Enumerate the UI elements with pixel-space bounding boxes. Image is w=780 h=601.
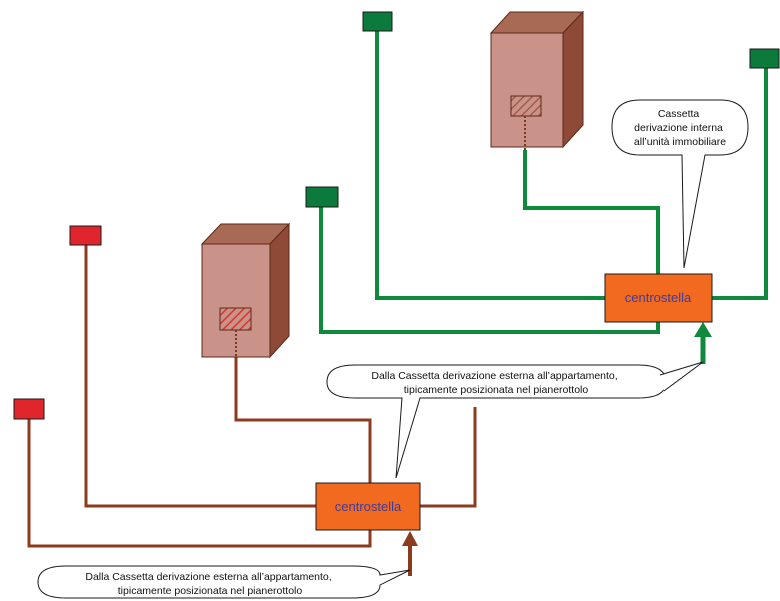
green-outlet-right xyxy=(749,48,780,69)
callout-internal-line-2: derivazione interna xyxy=(634,122,723,134)
callout-internal: Cassetta derivazione interna all’unità i… xyxy=(611,99,749,269)
callout-external-upper-line-2: tipicamente posizionata nel pianerottolo xyxy=(404,384,589,396)
red-cable-right xyxy=(420,407,477,508)
green-input-arrow xyxy=(694,322,712,364)
green-outlet-mid xyxy=(305,186,339,208)
callout-external-lower-line-1: Dalla Cassetta derivazione esterna all’a… xyxy=(85,571,331,583)
callout-external-lower-line-2: tipicamente posizionata nel pianerottolo xyxy=(118,585,303,597)
red-cable-upper-outlet xyxy=(84,245,316,508)
callout-internal-line-1: Cassetta xyxy=(658,108,700,120)
red-cable-lower-outlet xyxy=(27,418,372,548)
hub-upper-label: centrostella xyxy=(625,290,692,305)
green-cable-right-outlet xyxy=(712,68,768,300)
green-cable-cabinet xyxy=(523,150,660,275)
cabinet-upper-socket xyxy=(510,95,542,117)
hub-lower-label: centrostella xyxy=(335,499,402,514)
green-outlet-top xyxy=(362,11,393,32)
svg-text:Dalla Cassetta derivazione est: Dalla Cassetta derivazione esterna all’a… xyxy=(371,370,620,396)
hub-upper: centrostella xyxy=(604,273,713,323)
green-cable-mid-outlet xyxy=(319,205,660,334)
cabinet-lower-socket xyxy=(219,307,252,331)
green-cable-top-left-outlet xyxy=(375,30,607,300)
hub-lower: centrostella xyxy=(315,482,421,531)
svg-text:Cassetta derivazione int: Cassetta derivazione interna all’unità i… xyxy=(634,108,726,148)
cabinet-lower xyxy=(200,222,291,359)
red-outlet-lower xyxy=(13,398,45,420)
red-network xyxy=(27,245,477,548)
callout-external-upper-line-1: Dalla Cassetta derivazione esterna all’a… xyxy=(371,370,617,382)
red-input-arrow xyxy=(402,531,418,576)
cabinet-upper xyxy=(489,10,585,150)
callout-internal-line-3: all’unità immobiliare xyxy=(634,136,726,148)
callout-external-lower: Dalla Cassetta derivazione esterna all’a… xyxy=(37,565,411,599)
green-network xyxy=(319,30,768,334)
red-cable-cabinet xyxy=(234,355,372,483)
svg-text:Dalla Cassetta derivazione est: Dalla Cassetta derivazione esterna all’a… xyxy=(85,571,334,597)
red-outlet-upper xyxy=(69,225,102,246)
callout-external-upper: Dalla Cassetta derivazione esterna all’a… xyxy=(326,361,704,479)
